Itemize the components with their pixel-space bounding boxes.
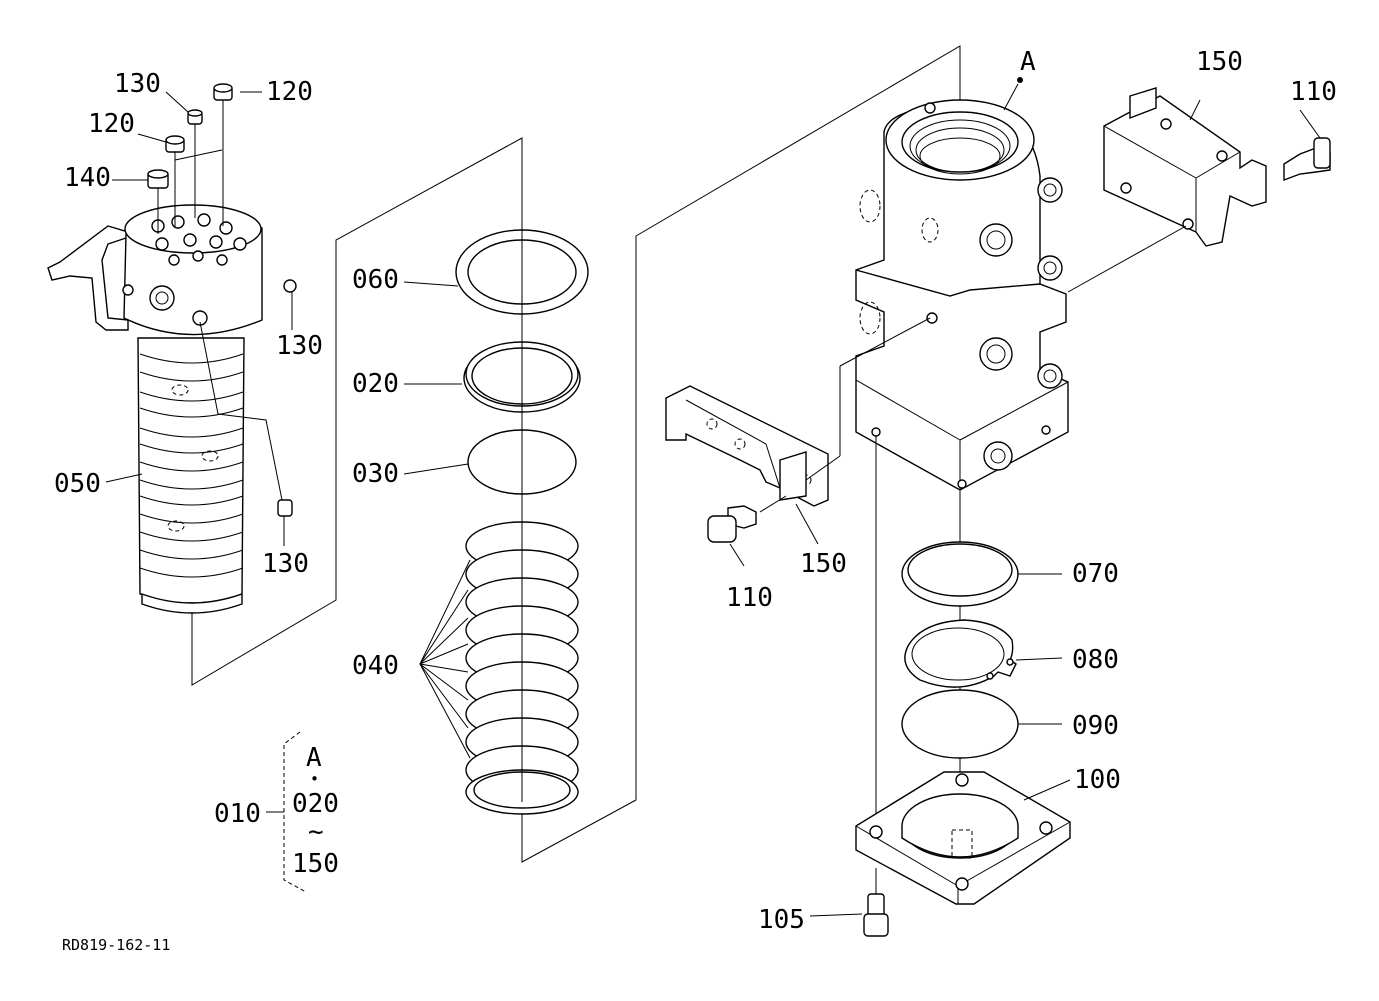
swivel-body xyxy=(855,77,1069,860)
label-030: 030 xyxy=(352,459,399,489)
label-080: 080 xyxy=(1072,645,1119,675)
label-090: 090 xyxy=(1072,711,1119,741)
note-tilde: ~ xyxy=(308,817,324,847)
fittings-120-130-140 xyxy=(105,83,293,546)
label-110-mid: 110 xyxy=(726,583,773,613)
label-120-left: 120 xyxy=(88,109,135,139)
note-from-020: 020 xyxy=(292,789,339,819)
label-105: 105 xyxy=(758,905,805,935)
stopper-150-mid xyxy=(665,317,931,567)
label-130-bottom: 130 xyxy=(262,549,309,579)
label-150-mid: 150 xyxy=(800,549,847,579)
label-040: 040 xyxy=(352,651,399,681)
part-labels: 130 120 120 140 130 050 130 060 020 030 … xyxy=(54,47,1337,935)
seals-040 xyxy=(403,196,579,815)
marker-a: A xyxy=(1020,47,1036,77)
label-140: 140 xyxy=(64,163,111,193)
assembly-note-bracket xyxy=(266,731,307,893)
ring-070 xyxy=(901,541,1062,607)
assembly-note: 010 A • 020 ~ 150 xyxy=(214,743,339,879)
label-100: 100 xyxy=(1074,765,1121,795)
rotor-shaft-050 xyxy=(47,204,297,614)
label-060: 060 xyxy=(352,265,399,295)
label-130-side: 130 xyxy=(276,331,323,361)
drawing-id: RD819-162-11 xyxy=(62,936,170,954)
label-130-top: 130 xyxy=(114,69,161,99)
label-150-top: 150 xyxy=(1196,47,1243,77)
o-ring-090 xyxy=(901,689,1062,759)
bolt-105 xyxy=(809,868,889,937)
label-110-top: 110 xyxy=(1290,77,1337,107)
snap-ring-080 xyxy=(904,619,1063,688)
note-dot: • xyxy=(310,770,319,788)
label-050: 050 xyxy=(54,469,101,499)
note-ref-a: A xyxy=(306,743,322,773)
stopper-150-top xyxy=(1067,87,1331,293)
label-070: 070 xyxy=(1072,559,1119,589)
label-120-top: 120 xyxy=(266,77,313,107)
note-part-010: 010 xyxy=(214,799,261,829)
note-to-150: 150 xyxy=(292,849,339,879)
label-020: 020 xyxy=(352,369,399,399)
cover-100 xyxy=(855,771,1071,905)
